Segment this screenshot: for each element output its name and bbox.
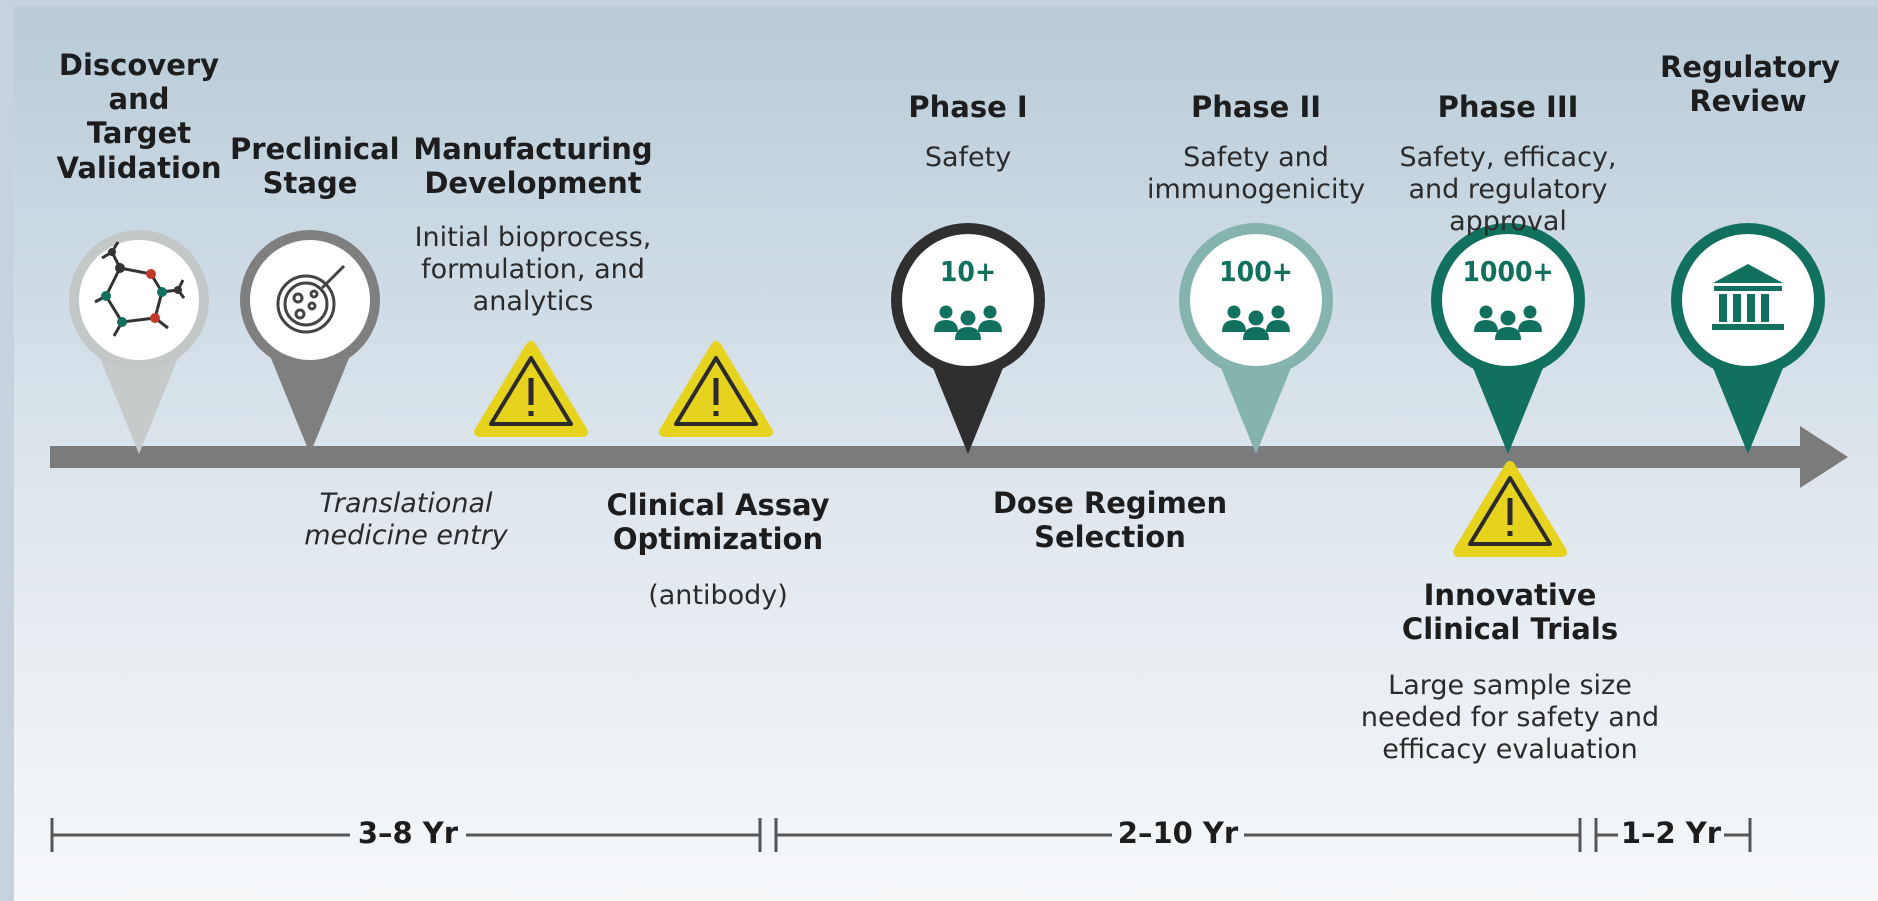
- stage-subtitle-phase2: Safety and immunogenicity: [1146, 142, 1366, 205]
- petri-dish-icon: [276, 264, 346, 334]
- discovery-pin: [69, 230, 209, 454]
- dose-title: Dose Regimen Selection: [992, 486, 1228, 555]
- stage-title-phase3: Phase III: [1437, 90, 1579, 124]
- stage-title-phase1: Phase I: [908, 90, 1028, 124]
- assay-title: Clinical Assay Optimization: [606, 488, 830, 557]
- assay-subtitle: (antibody): [648, 580, 788, 611]
- regulatory-pin: [1671, 223, 1825, 454]
- innovative-title: Innovative Clinical Trials: [1401, 578, 1619, 647]
- timeline-arrowhead: [1800, 426, 1848, 488]
- duration-1: 3–8 Yr: [357, 816, 459, 850]
- stage-title-regulatory: Regulatory Review: [1660, 50, 1840, 119]
- phase1-count: 10+: [939, 255, 997, 288]
- frame-border-left: [0, 0, 14, 901]
- stage-title-manufacturing: Manufacturing Development: [413, 132, 653, 201]
- stage-subtitle-phase1: Safety: [924, 142, 1012, 173]
- duration-3: 1–2 Yr: [1620, 816, 1722, 850]
- warning-icon: [664, 346, 768, 432]
- warning-icon: [479, 346, 583, 432]
- phase1-pin: [891, 223, 1045, 454]
- stage-title-discovery: Discovery and Target Validation: [56, 48, 222, 185]
- phase3-count: 1000+: [1462, 255, 1554, 288]
- stage-subtitle-manufacturing: Initial bioprocess, formulation, and ana…: [414, 222, 652, 317]
- institution-icon: [1712, 264, 1784, 330]
- translational-label: Translational medicine entry: [304, 488, 508, 551]
- stage-title-phase2: Phase II: [1190, 90, 1322, 124]
- stage-subtitle-phase3: Safety, efficacy, and regulatory approva…: [1399, 142, 1617, 237]
- warning-icon: [1458, 466, 1562, 552]
- timeline-bar: [50, 446, 1810, 468]
- innovative-subtitle: Large sample size needed for safety and …: [1360, 670, 1660, 765]
- frame-border-top: [0, 0, 1878, 6]
- phase2-pin: [1179, 223, 1333, 454]
- duration-scale: [50, 818, 1752, 852]
- duration-2: 2–10 Yr: [1117, 816, 1239, 850]
- phase3-pin: [1431, 223, 1585, 454]
- preclinical-pin: [240, 230, 380, 454]
- phase2-count: 100+: [1219, 255, 1293, 288]
- stage-title-preclinical: Preclinical Stage: [230, 132, 400, 201]
